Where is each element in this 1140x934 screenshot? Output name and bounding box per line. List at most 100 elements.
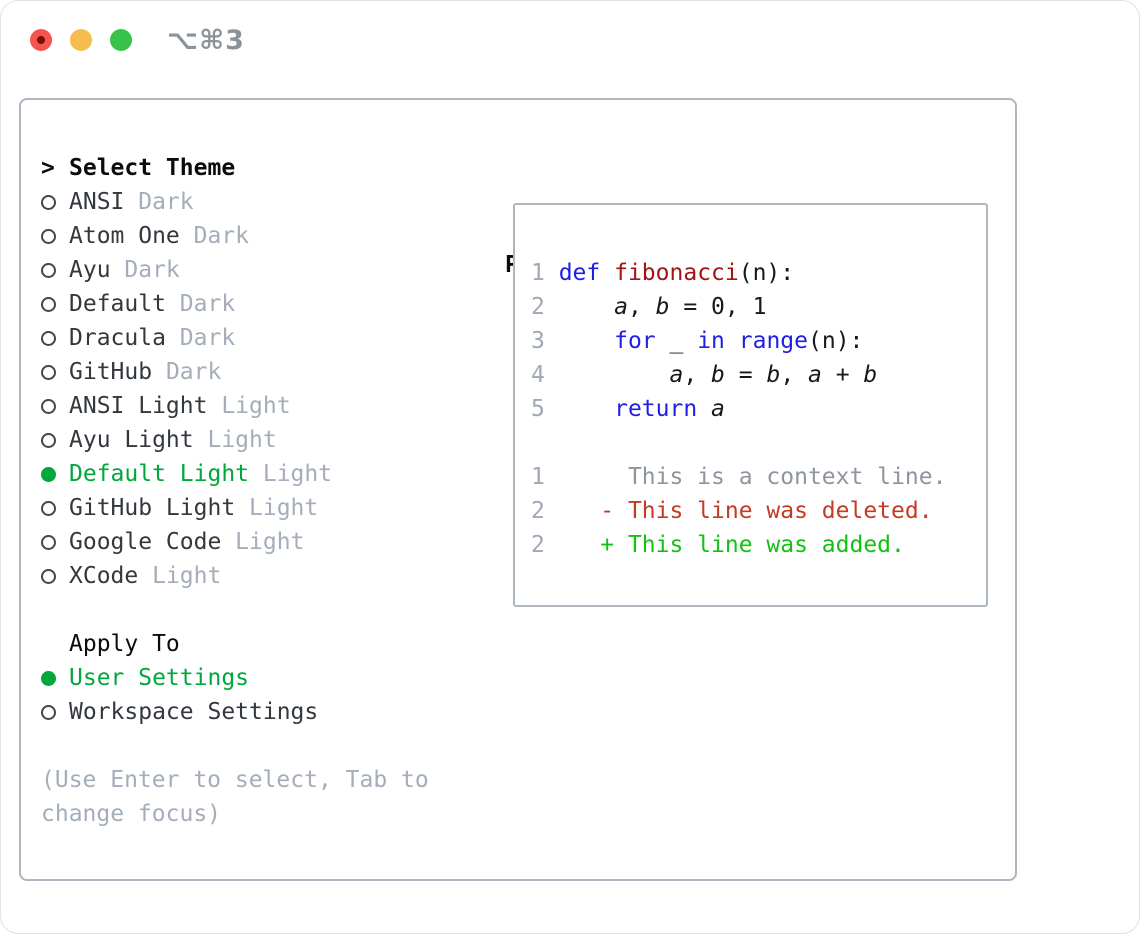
diff-line-added: 2+This line was added. [531, 528, 986, 562]
theme-name: Default [69, 291, 166, 317]
code-segment: for [614, 328, 656, 354]
radio-icon [41, 398, 56, 414]
code-segment: (n): [738, 260, 795, 286]
line-number: 3 [531, 328, 545, 354]
zoom-button[interactable] [110, 29, 132, 51]
theme-variant: Dark [179, 223, 250, 249]
theme-name: ANSI [69, 189, 125, 215]
radio-icon [41, 330, 56, 346]
theme-name: Default Light [69, 461, 250, 487]
code-segment: = 0, 1 [669, 294, 767, 320]
line-number: 4 [531, 362, 545, 388]
code-segment: a [669, 362, 684, 388]
radio-selected-icon [41, 670, 56, 686]
code-segment: b [766, 362, 781, 388]
theme-name: Dracula [69, 325, 166, 351]
diff-line-context: 1 This is a context line. [531, 460, 986, 494]
code-segment: a [614, 294, 628, 320]
theme-list-header: > Select Theme [41, 151, 491, 185]
theme-variant: Dark [124, 189, 194, 215]
code-segment [697, 396, 711, 422]
code-line: 3 for _ in range(n): [531, 324, 986, 358]
apply-to-header: Apply To [41, 627, 491, 661]
line-number: 2 [531, 294, 545, 320]
apply-option-user-settings[interactable]: User Settings [41, 661, 491, 695]
spacer [41, 593, 491, 627]
code-line: 2 a, b = 0, 1 [531, 290, 986, 324]
code-segment: fibonacci [614, 260, 739, 286]
theme-variant: Light [221, 529, 305, 555]
code-segment: a [711, 396, 725, 422]
theme-name: Google Code [69, 529, 222, 555]
theme-name: Ayu [69, 257, 111, 283]
title-bar: ⌥⌘3 [1, 1, 1139, 79]
apply-to-title: Apply To [69, 631, 180, 657]
code-segment [559, 396, 614, 422]
diff-marker-icon [600, 464, 614, 490]
apply-option-label: User Settings [69, 665, 250, 691]
code-segment: return [614, 396, 698, 422]
close-button[interactable] [30, 29, 52, 51]
theme-variant: Dark [165, 325, 236, 351]
radio-selected-icon [41, 466, 56, 482]
diff-marker-icon: + [600, 532, 615, 558]
radio-icon [41, 432, 56, 448]
code-segment: = [724, 362, 767, 388]
diff-text: This is a context line. [627, 464, 947, 490]
theme-option-xcode[interactable]: XCode Light [41, 559, 491, 593]
theme-option-ansi-light[interactable]: ANSI Light Light [41, 389, 491, 423]
close-dot-icon [37, 36, 45, 44]
theme-option-github[interactable]: GitHub Dark [41, 355, 491, 389]
spacer [41, 729, 491, 763]
apply-option-label: Workspace Settings [69, 699, 319, 725]
line-number: 1 [531, 464, 545, 490]
blank-line [531, 426, 986, 460]
radio-icon [41, 534, 56, 550]
theme-name: Atom One [69, 223, 180, 249]
theme-option-ayu[interactable]: Ayu Dark [41, 253, 491, 287]
code-line: 4 a, b = b, a + b [531, 358, 986, 392]
theme-option-default[interactable]: Default Dark [41, 287, 491, 321]
radio-icon [41, 568, 56, 584]
keyboard-hint: (Use Enter to select, Tab to change focu… [41, 767, 429, 827]
theme-option-github-light[interactable]: GitHub Light Light [41, 491, 491, 525]
theme-option-google-code[interactable]: Google Code Light [41, 525, 491, 559]
radio-icon [41, 364, 56, 380]
radio-icon [41, 704, 56, 720]
code-segment: def [558, 260, 601, 286]
radio-icon [41, 262, 56, 278]
theme-list-title: Select Theme [69, 155, 236, 181]
diff-marker-icon: - [600, 498, 615, 524]
theme-option-default-light[interactable]: Default Light Light [41, 457, 491, 491]
radio-icon [41, 194, 56, 210]
theme-variant: Light [249, 461, 333, 487]
code-line: 5 return a [531, 392, 986, 426]
radio-icon [41, 500, 56, 516]
line-number: 2 [531, 498, 545, 524]
code-segment [600, 260, 614, 286]
apply-option-workspace-settings[interactable]: Workspace Settings [41, 695, 491, 729]
theme-option-atom-one[interactable]: Atom One Dark [41, 219, 491, 253]
theme-variant: Dark [165, 291, 236, 317]
diff-preview: 1 This is a context line.2-This line was… [531, 460, 986, 562]
prompt-icon: > [41, 155, 55, 181]
code-segment [559, 294, 614, 320]
theme-option-ansi[interactable]: ANSI Dark [41, 185, 491, 219]
code-segment: range [738, 328, 808, 354]
minimize-button[interactable] [70, 29, 92, 51]
theme-option-dracula[interactable]: Dracula Dark [41, 321, 491, 355]
theme-variant: Dark [110, 257, 180, 283]
diff-line-deleted: 2-This line was deleted. [531, 494, 986, 528]
theme-variant: Light [193, 427, 277, 453]
theme-option-ayu-light[interactable]: Ayu Light Light [41, 423, 491, 457]
code-segment: , [780, 362, 809, 388]
code-segment [559, 362, 670, 388]
code-segment: , [683, 362, 712, 388]
